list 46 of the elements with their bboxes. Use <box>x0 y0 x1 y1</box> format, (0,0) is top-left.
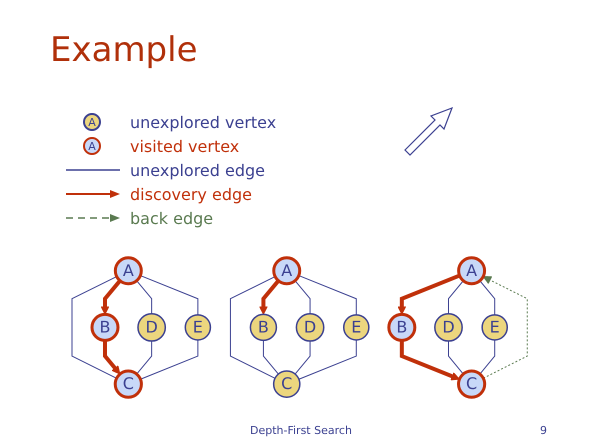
node-circle: D <box>434 312 464 342</box>
connector <box>136 280 152 314</box>
node-circle: C <box>273 370 301 398</box>
node-circle: A <box>457 256 486 286</box>
legend-text: unexplored edge <box>130 160 266 180</box>
node-circle: D <box>296 312 325 342</box>
slide-title: Example <box>50 30 198 70</box>
arrow <box>398 274 461 315</box>
node-circle: B <box>388 312 417 342</box>
node-circle: E <box>343 314 370 341</box>
arrow <box>483 276 528 379</box>
node-circle: C <box>114 370 144 399</box>
legend-text: unexplored vertex <box>130 112 276 132</box>
arrow <box>100 279 122 315</box>
node-circle: B <box>90 312 120 342</box>
connector <box>230 276 276 379</box>
caption: Depth-First Search <box>250 424 352 437</box>
page-number: 9 <box>540 424 547 437</box>
connector <box>480 280 496 316</box>
vertex-symbol: A <box>83 137 101 155</box>
node-circle: E <box>184 314 212 341</box>
connector <box>298 275 358 316</box>
vertex-symbol: A <box>83 113 101 131</box>
connector <box>263 340 280 375</box>
connector <box>298 339 358 380</box>
legend-text: back edge <box>130 208 214 228</box>
arrow <box>259 279 280 315</box>
arrow <box>103 340 121 374</box>
connector <box>140 339 199 380</box>
legend-text: visited vertex <box>130 136 240 156</box>
node-circle: C <box>457 370 487 399</box>
node-circle: D <box>138 312 166 342</box>
connector <box>136 340 152 375</box>
connector <box>294 340 311 375</box>
legend-text: discovery edge <box>130 184 252 204</box>
node-circle: A <box>114 256 144 286</box>
arrow <box>400 340 460 380</box>
connector <box>72 276 118 379</box>
node-circle: A <box>272 256 302 286</box>
connector <box>448 280 464 314</box>
node-circle: E <box>482 314 508 341</box>
connector <box>294 280 311 314</box>
node-circle: B <box>250 314 278 342</box>
connector <box>140 275 199 316</box>
connector <box>448 340 464 375</box>
connector <box>480 339 496 375</box>
